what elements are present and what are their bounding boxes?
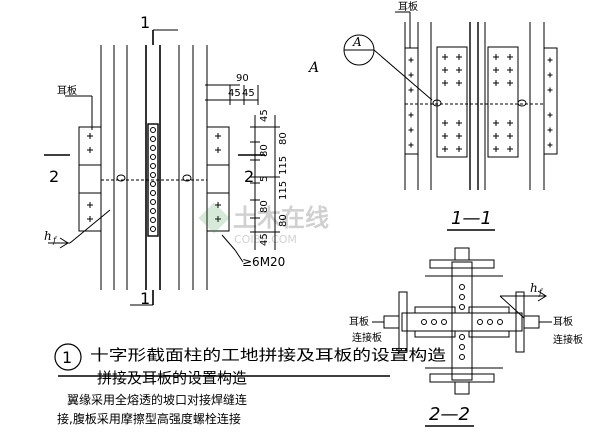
bolt-hole — [150, 226, 156, 232]
ear-plate-s22-right-label: 耳板 — [553, 315, 573, 328]
dim-v-45a: 45 — [259, 109, 270, 122]
section-2-2-view — [372, 247, 552, 395]
weld-symbol-s22-sub: f — [538, 288, 544, 297]
bolt-hole — [487, 319, 493, 325]
dim-top-45a: 45 — [228, 88, 241, 99]
bolt-hole — [150, 190, 156, 196]
bolt-hole — [150, 199, 156, 205]
bolt-hole — [150, 145, 156, 151]
connect-plate-right-label: 连接板 — [553, 333, 583, 346]
bolt-hole — [477, 319, 483, 325]
bolt-hole — [431, 319, 437, 325]
dim-v-80b: 80 — [278, 132, 289, 145]
bolt-hole — [150, 181, 156, 187]
bolt-hole — [150, 217, 156, 223]
bolt-hole — [459, 284, 465, 290]
bolt-hole — [459, 334, 465, 340]
elevation-view — [44, 29, 280, 306]
dim-v-80d: 80 — [278, 214, 289, 227]
weld-symbol: h — [44, 229, 52, 243]
dim-top-90: 90 — [236, 73, 249, 84]
section-mark-top: 1 — [140, 13, 150, 32]
title-number: 1 — [62, 348, 72, 367]
watermark-text: 土木在线 — [233, 204, 329, 232]
dim-v-115b: 115 — [278, 181, 289, 200]
section-1-1-view — [343, 11, 558, 190]
notes-line2: 接,腹板采用摩擦型高强度螺栓连接 — [57, 411, 241, 426]
bolt-hole — [150, 172, 156, 178]
bolt-hole — [150, 136, 156, 142]
section-2-2-bolts — [421, 284, 503, 360]
view-mark: A — [307, 60, 319, 76]
dim-v-115a: 115 — [278, 156, 289, 175]
bolt-hole — [150, 163, 156, 169]
bolt-spec-label: ≥6M20 — [242, 255, 285, 269]
bolt-hole — [150, 127, 156, 133]
dim-v-80c: 80 — [259, 200, 270, 213]
section-mark-bottom: 1 — [140, 289, 150, 308]
dim-v-5: 5 — [259, 176, 270, 182]
bolt-hole — [459, 294, 465, 300]
section-mark-left: 2 — [49, 167, 59, 186]
notes-line1: 翼缘采用全熔透的坡口对接焊缝连 — [67, 392, 247, 407]
watermark: 土木在线 COI88.COM — [198, 202, 329, 246]
weld-symbol-s22: h — [530, 281, 538, 295]
elevation-bolts — [87, 127, 221, 232]
callout-letter: A — [352, 35, 362, 49]
ear-plate-s22-label: 耳板 — [349, 315, 369, 328]
vertical-dims: 45 80 80 115 5 115 80 80 45 — [259, 109, 289, 246]
dim-v-80a: 80 — [259, 144, 270, 157]
section-2-2-label: 2—2 — [429, 404, 470, 425]
dim-top-45b: 45 — [242, 88, 255, 99]
title-line2: 拼接及耳板的设置构造 — [97, 369, 247, 387]
title-line1: 十字形截面柱的工地拼接及耳板的设置构造 — [90, 346, 446, 364]
connect-plate-left-label: 连接板 — [352, 331, 382, 344]
bolt-hole — [421, 319, 427, 325]
bolt-hole — [441, 319, 447, 325]
ear-plate-label: 耳板 — [57, 84, 77, 97]
bolt-hole — [150, 208, 156, 214]
section-1-1-label: 1—1 — [451, 208, 492, 229]
watermark-sub: COI88.COM — [234, 233, 297, 246]
bolt-hole — [459, 354, 465, 360]
bolt-hole — [459, 344, 465, 350]
weld-symbol-sub: f — [52, 236, 58, 245]
bolt-hole — [459, 304, 465, 310]
bolt-hole — [497, 319, 503, 325]
section-mark-right: 2 — [244, 167, 254, 186]
title-number-circle — [54, 343, 82, 371]
ear-plate-top-label: 耳板 — [398, 0, 418, 13]
dim-v-45b: 45 — [259, 233, 270, 246]
section-1-1-bolts — [408, 54, 553, 152]
bolt-hole — [150, 154, 156, 160]
